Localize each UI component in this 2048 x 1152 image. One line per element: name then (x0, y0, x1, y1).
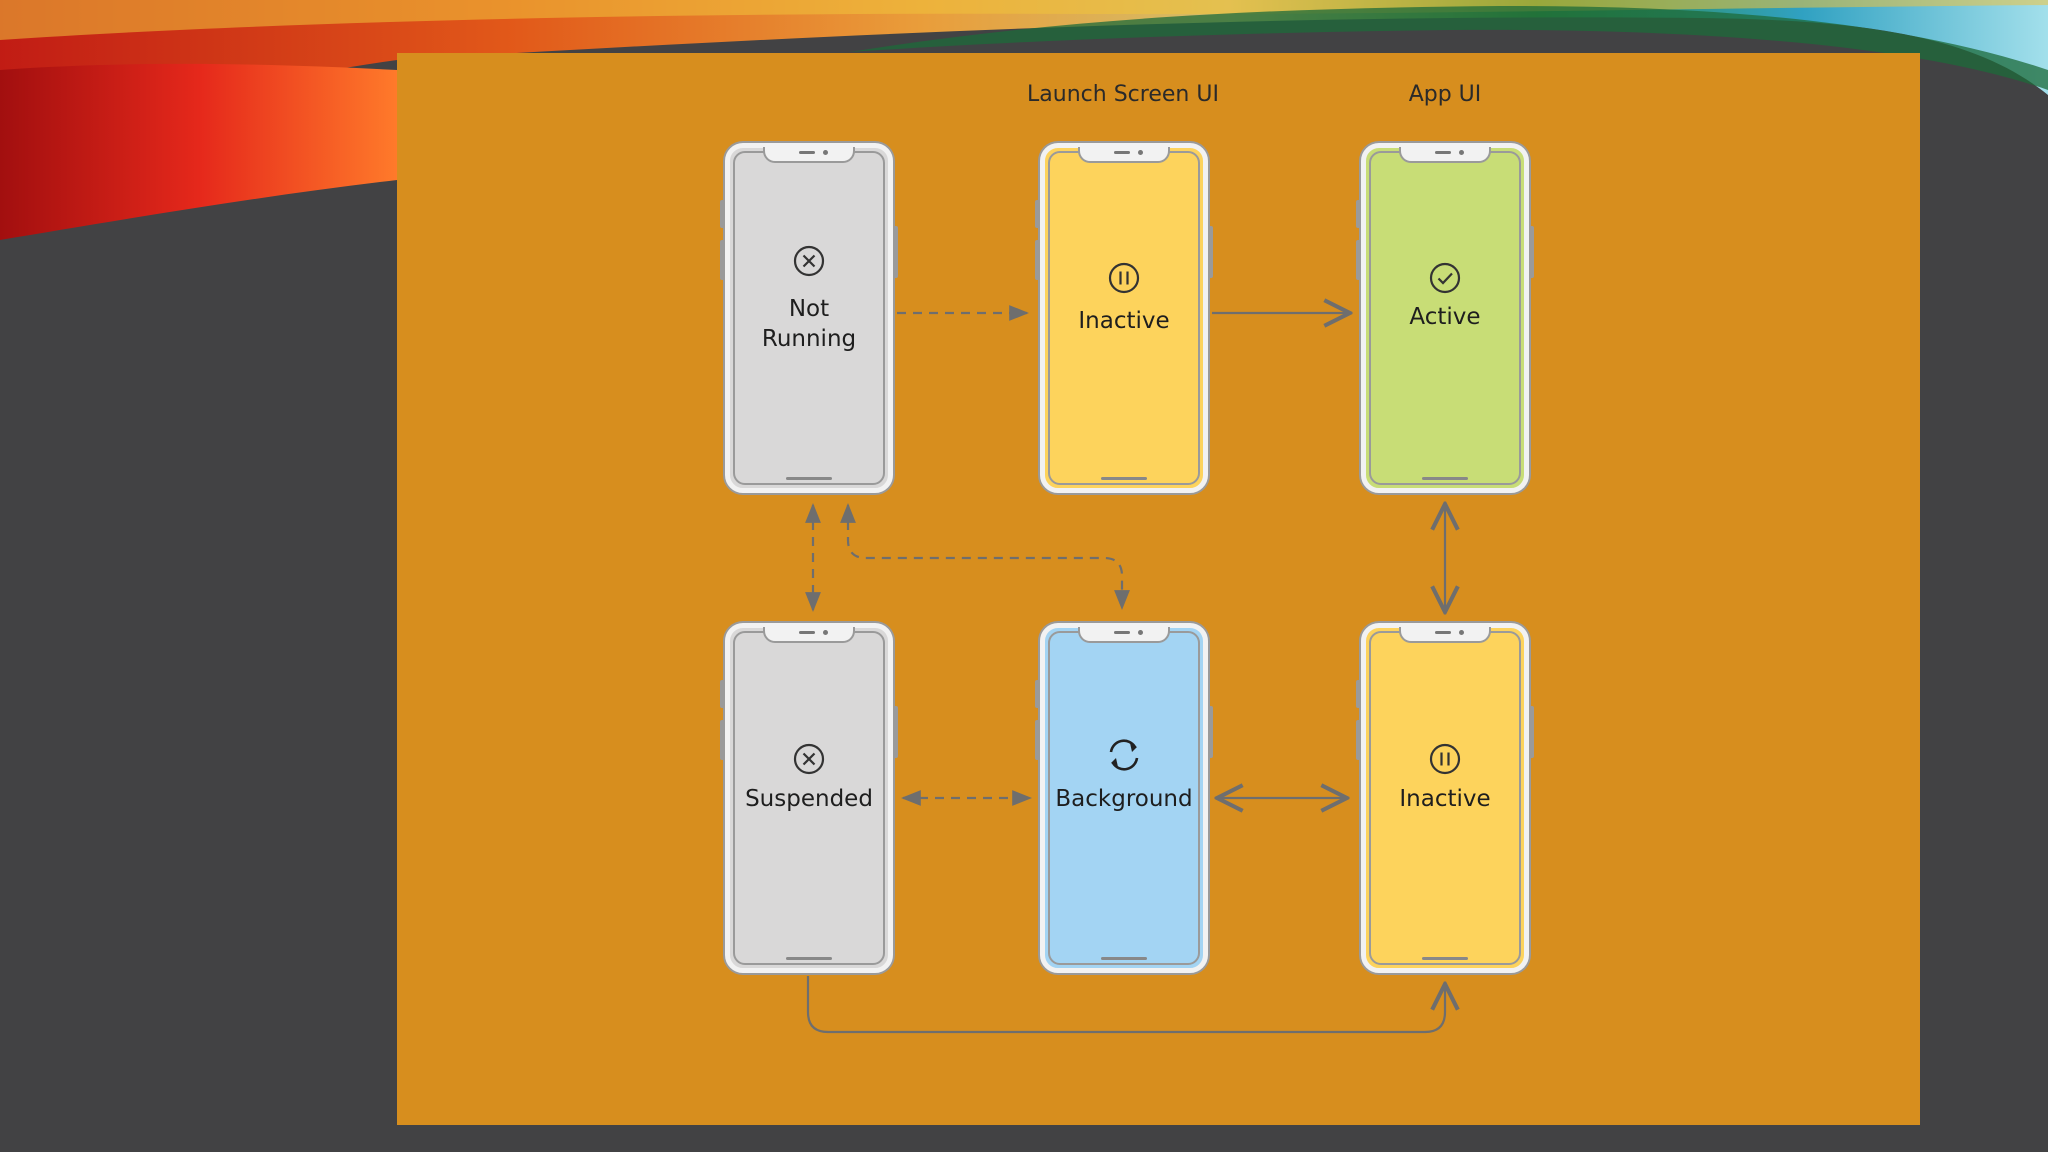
decorative-swoosh (0, 0, 2048, 240)
phone-inactive-launch: Inactive (1035, 143, 1213, 493)
state-label-background: Background (1055, 786, 1193, 812)
x-circle-icon (793, 743, 825, 775)
phone-notch (1078, 147, 1170, 163)
home-indicator (786, 957, 832, 960)
column-title-app-ui: App UI (1408, 82, 1482, 107)
phone-notch (1078, 627, 1170, 643)
state-label-inactive-app: Inactive (1399, 786, 1491, 812)
check-circle-icon (1429, 262, 1461, 294)
home-indicator (786, 477, 832, 480)
pause-circle-icon (1108, 262, 1140, 294)
home-indicator (1101, 957, 1147, 960)
state-label-not-running: Not (788, 296, 830, 322)
column-title-launch-screen: Launch Screen UI (1027, 82, 1219, 107)
state-label-suspended: Suspended (745, 786, 873, 812)
phone-active: Active (1356, 143, 1534, 493)
phone-notch (763, 627, 855, 643)
arrow-suspended-to-inactive-app (806, 976, 1445, 1034)
phone-inactive-app: Inactive (1356, 623, 1534, 973)
phone-notch (1399, 147, 1491, 163)
phone-suspended: Suspended (720, 623, 898, 973)
home-indicator (1422, 957, 1468, 960)
phone-not-running: Not Running (720, 143, 898, 493)
arrow-not-running-background (840, 503, 1130, 610)
state-label-active: Active (1409, 304, 1481, 330)
phone-notch (763, 147, 855, 163)
x-circle-icon (793, 245, 825, 277)
state-label-not-running-line2: Running (761, 326, 857, 352)
state-label-inactive-launch: Inactive (1078, 308, 1170, 334)
home-indicator (1101, 477, 1147, 480)
phone-notch (1399, 627, 1491, 643)
home-indicator (1422, 477, 1468, 480)
pause-circle-icon (1429, 743, 1461, 775)
phone-background: Background (1035, 623, 1213, 973)
refresh-icon (1109, 739, 1139, 771)
